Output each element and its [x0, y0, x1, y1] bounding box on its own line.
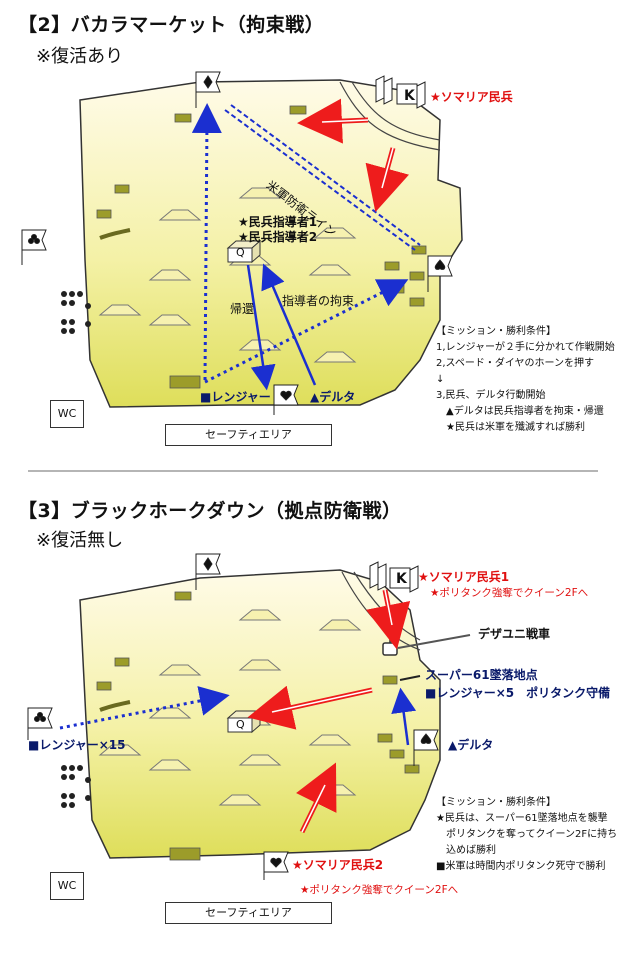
wc-box: WC [50, 872, 84, 900]
map-bakara-market: K ★ソマリア民兵 Q ★民兵指導者1 ★民兵指導者2 米軍防衛ライン 帰還 指… [0, 60, 630, 480]
ranger-label: ■レンジャー [200, 390, 271, 404]
flag-spade [413, 729, 439, 766]
building-q-label: Q [236, 718, 245, 731]
flag-k-letter: K [396, 571, 407, 587]
flag-club [27, 707, 53, 740]
delta-label: ▲デルタ [310, 390, 356, 404]
building-q [226, 239, 262, 264]
flag-k-letter: K [404, 88, 415, 104]
section2-title: 【2】バカラマーケット（拘束戦） [18, 14, 325, 36]
mission-conditions-2: 【ミッション・勝利条件】 1,レンジャーが２手に分かれて作戦開始 2,スペード・… [436, 324, 615, 436]
flag-k-group [369, 561, 419, 593]
mission-conditions-3: 【ミッション・勝利条件】 ★民兵は、スーパー61墜落地点を襲撃 ポリタンクを奪っ… [436, 795, 617, 875]
flag-diamond [195, 553, 221, 590]
somalia2-label: ★ソマリア民兵2 [292, 858, 384, 872]
ranger15-label: ■レンジャー×15 [28, 738, 126, 752]
wc-box: WC [50, 400, 84, 428]
map-blackhawk-down: K ★ソマリア民兵1 ★ポリタンク強奪でクイーン2Fへ Q デザユニ戦車 スーパ… [0, 540, 630, 960]
safety-area-label: セーフティエリア [165, 424, 332, 446]
condition-line: ★民兵は米軍を殲滅すれば勝利 [446, 422, 585, 433]
condition-line: 2,スペード・ダイヤのホーンを押す [436, 358, 595, 369]
flag-heart [263, 851, 289, 880]
bunker-group [98, 609, 362, 806]
capture-label: 指導者の拘束 [282, 294, 355, 308]
flag-club [21, 229, 47, 265]
condition-line: ↓ [436, 374, 445, 385]
ranger5-label: ■レンジャー×5 ポリタンク守備 [425, 686, 611, 700]
safety-area-label: セーフティエリア [165, 902, 332, 924]
somalia2-note: ★ポリタンク強奪でクイーン2Fへ [300, 884, 459, 896]
section3-subtitle: ※復活無し [36, 530, 124, 551]
condition-line: ポリタンクを奪ってクイーン2Fに持ち [446, 829, 618, 840]
crash-site-label: スーパー61墜落地点 [425, 668, 538, 682]
barrel-group [61, 765, 91, 808]
tank-label: デザユニ戦車 [478, 627, 551, 641]
condition-line: ▲デルタは民兵指導者を拘束・帰還 [446, 406, 604, 417]
building-q-label: Q [236, 246, 245, 259]
condition-line: 【ミッション・勝利条件】 [436, 326, 556, 337]
somalia-label: ★ソマリア民兵 [430, 90, 513, 104]
condition-line: 3,民兵、デルタ行動開始 [436, 390, 546, 401]
flag-k-group [375, 75, 426, 109]
flag-heart [273, 384, 299, 415]
dark-bunker-group [96, 591, 420, 861]
somalia1-label: ★ソマリア民兵1 [418, 570, 510, 584]
section-divider [28, 470, 598, 472]
section2-subtitle: ※復活あり [36, 46, 124, 67]
bunker-group [98, 187, 357, 363]
delta-label: ▲デルタ [448, 738, 494, 752]
map-svg-3 [27, 553, 471, 880]
leader1-label: ★民兵指導者1 [238, 215, 318, 229]
condition-line: ■米軍は時間内ポリタンク死守で勝利 [436, 861, 606, 872]
return-label: 帰還 [230, 302, 255, 316]
section3-title: 【3】ブラックホークダウン（拠点防衛戦） [18, 500, 402, 522]
map-svg-2 [21, 71, 463, 415]
condition-line: 1,レンジャーが２手に分かれて作戦開始 [436, 342, 615, 353]
condition-line: 込めば勝利 [446, 845, 496, 856]
barrel-group [61, 291, 91, 334]
condition-line: 【ミッション・勝利条件】 [436, 797, 556, 808]
somalia1-note: ★ポリタンク強奪でクイーン2Fへ [430, 587, 589, 599]
condition-line: ★民兵は、スーパー61墜落地点を襲撃 [436, 813, 608, 824]
leader2-label: ★民兵指導者2 [238, 230, 318, 244]
flag-spade [427, 255, 453, 292]
flag-diamond [195, 71, 221, 108]
